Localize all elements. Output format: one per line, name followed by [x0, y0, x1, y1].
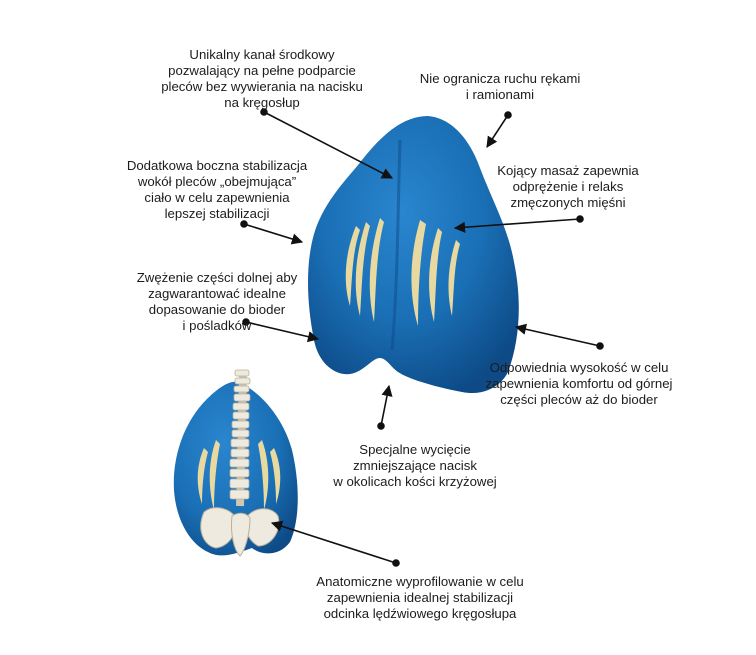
arrow-height	[514, 323, 604, 350]
main-cushion	[308, 116, 519, 394]
annotation-line: ciało w celu zapewnienia	[144, 190, 290, 205]
arrow-sacral-cutout	[377, 384, 393, 430]
annotation-line: zapewnienia komfortu od górnej	[485, 376, 673, 391]
vertebrae	[229, 369, 251, 500]
annotation-line: pozwalający na pełne podparcie	[168, 63, 356, 78]
annotation-sacral-cutout: Specjalne wycięcie zmniejszające nacisk …	[300, 442, 530, 490]
arrow-lower-narrowing	[242, 318, 320, 343]
annotation-central-channel: Unikalny kanał środkowy pozwalający na p…	[112, 47, 412, 111]
annotation-massage: Kojący masaż zapewnia odprężenie i relak…	[470, 163, 666, 211]
annotation-line: Dodatkowa boczna stabilizacja	[126, 158, 308, 173]
annotation-arm-freedom: Nie ogranicza ruchu rękami i ramionami	[400, 71, 600, 103]
annotation-line: Specjalne wycięcie	[359, 442, 471, 457]
annotation-line: w okolicach kości krzyżowej	[333, 474, 497, 489]
annotation-arrows	[240, 108, 604, 567]
center-channel	[390, 139, 402, 351]
annotation-line: i ramionami	[465, 87, 535, 102]
annotation-line: Odpowiednia wysokość w celu	[489, 360, 669, 375]
arrow-side-stabilization	[240, 220, 304, 245]
annotation-line: części pleców aż do bioder	[500, 392, 658, 407]
annotation-line: wokół pleców „obejmująca”	[137, 174, 297, 189]
annotation-line: na kręgosłup	[224, 95, 300, 110]
annotation-line: pleców bez wywierania na nacisku	[161, 79, 363, 94]
annotation-height: Odpowiednia wysokość w celu zapewnienia …	[473, 360, 685, 408]
annotation-line: odcinka lędźwiowego kręgosłupa	[323, 606, 517, 621]
spine	[200, 369, 280, 557]
arrow-anatomical-profile	[270, 520, 400, 567]
annotation-line: Anatomiczne wyprofilowanie w celu	[316, 574, 524, 589]
annotation-line: zagwarantować idealne	[148, 286, 286, 301]
annotation-line: lepszej stabilizacji	[164, 206, 270, 221]
pelvis	[200, 507, 280, 557]
massage-ridges	[345, 218, 460, 326]
annotation-anatomical-profile: Anatomiczne wyprofilowanie w celu zapewn…	[290, 574, 550, 622]
annotation-line: dopasowanie do bioder	[148, 302, 286, 317]
annotation-lower-narrowing: Zwężenie części dolnej aby zagwarantować…	[92, 270, 342, 334]
annotation-line: zmniejszające nacisk	[353, 458, 477, 473]
arrow-arm-freedom	[486, 111, 512, 148]
annotation-line: zapewnienia idealnej stabilizacji	[326, 590, 514, 605]
annotation-line: zmęczonych mięśni	[510, 195, 626, 210]
annotation-side-stabilization: Dodatkowa boczna stabilizacja wokół plec…	[97, 158, 337, 222]
arrow-massage	[453, 215, 584, 233]
annotation-line: odprężenie i relaks	[512, 179, 624, 194]
annotation-line: Zwężenie części dolnej aby	[136, 270, 298, 285]
annotation-line: Nie ogranicza ruchu rękami	[419, 71, 581, 86]
annotation-line: i pośladków	[182, 318, 252, 333]
small-massage-ridges	[197, 440, 281, 510]
annotation-line: Kojący masaż zapewnia	[497, 163, 639, 178]
arrow-central-channel	[260, 108, 393, 179]
annotation-line: Unikalny kanał środkowy	[189, 47, 335, 62]
